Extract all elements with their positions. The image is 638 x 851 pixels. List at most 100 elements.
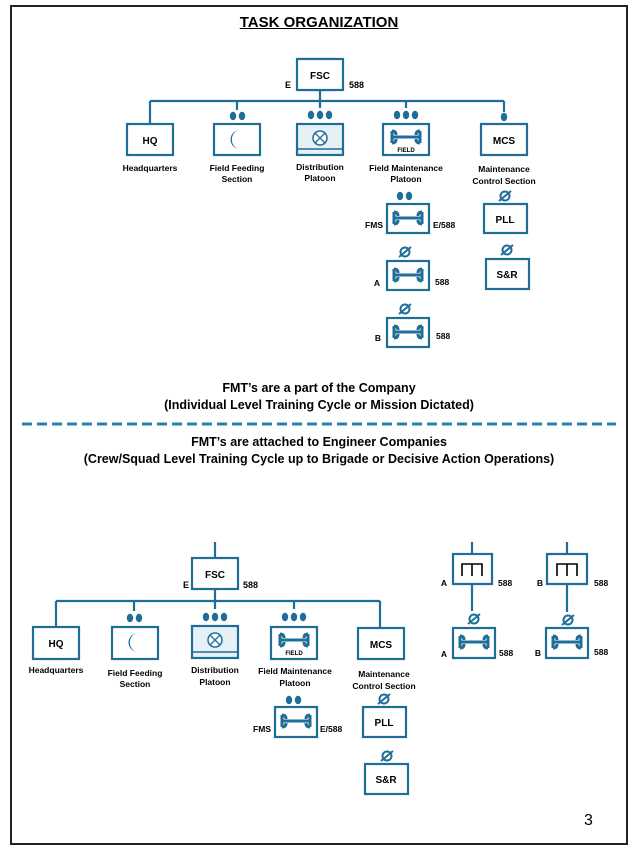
bottom-dist-name1: Distribution — [191, 665, 239, 675]
bottom-fms-dot — [285, 695, 293, 705]
note-top: FMT’s are a part of the Company (Individ… — [0, 380, 638, 414]
bottom-fmp-dot — [290, 612, 298, 622]
top-pll-label: PLL — [496, 215, 515, 226]
top-fmp-dot — [393, 110, 401, 120]
crescent-icon — [230, 130, 240, 149]
bottom-root-echelon: E — [183, 580, 189, 590]
top-hq-box — [125, 122, 175, 157]
bottom-fmp-dot — [281, 612, 289, 622]
team-icon — [377, 693, 391, 705]
bottom-fmt-a-right: 588 — [499, 648, 513, 658]
page-number: 3 — [584, 812, 593, 829]
bottom-fmt-a-left: A — [441, 649, 447, 659]
top-mcs-name2: Control Section — [472, 176, 535, 186]
top-fmt-b-right: 588 — [436, 331, 450, 341]
bottom-fmt-b-right: 588 — [594, 647, 608, 657]
top-ffs-name2: Section — [222, 174, 253, 184]
bottom-ffs-name2: Section — [120, 679, 151, 689]
engineer-icon — [556, 563, 578, 576]
bottom-pll-label: PLL — [375, 718, 394, 729]
top-snr-label: S&R — [496, 270, 518, 281]
bottom-dist-dot — [220, 612, 228, 622]
top-ffs-dot — [238, 111, 246, 121]
top-fms-right: E/588 — [433, 220, 455, 230]
bottom-fms-dot — [294, 695, 302, 705]
top-root-frame — [295, 57, 345, 92]
top-fmt-a-left: A — [374, 278, 380, 288]
top-fmt-b-left: B — [375, 333, 381, 343]
bottom-eng-b-left: B — [537, 578, 543, 588]
top-fms-dot — [405, 191, 413, 201]
top-mcs-name1: Maintenance — [478, 164, 530, 174]
bottom-eng-a-right: 588 — [498, 578, 512, 588]
bottom-diagram: FSC E 588 HQ Headquarters Field Feeding … — [29, 542, 608, 796]
bottom-eng-b-right: 588 — [594, 578, 608, 588]
bottom-mcs-name2: Control Section — [352, 681, 415, 691]
bottom-fmt-b-left: B — [535, 648, 541, 658]
team-icon — [467, 613, 481, 625]
page-frame — [10, 5, 628, 845]
top-fmp-dot — [402, 110, 410, 120]
bottom-root-label: FSC — [205, 570, 225, 581]
bottom-ffs-name1: Field Feeding — [108, 668, 163, 678]
bottom-mcs-box — [356, 626, 406, 661]
bottom-root-box — [190, 556, 240, 591]
top-mcs-label: MCS — [493, 136, 516, 147]
top-ffs-name1: Field Feeding — [210, 163, 265, 173]
team-icon — [561, 614, 575, 626]
bottom-snr-box — [363, 762, 410, 796]
top-dist-dot — [307, 110, 315, 120]
bottom-dist-dot — [211, 612, 219, 622]
note-top-line1: FMT’s are a part of the Company — [222, 381, 416, 395]
top-diagram: FSC E 588 HQ Headquarters Field Feeding … — [123, 57, 536, 349]
top-root-number: 588 — [349, 80, 364, 90]
top-dist-name2: Platoon — [304, 173, 335, 183]
bottom-fms-right: E/588 — [320, 724, 342, 734]
bottom-mcs-name1: Maintenance — [358, 669, 410, 679]
bottom-ffs-dot — [135, 613, 143, 623]
top-dist-dot — [316, 110, 324, 120]
bottom-fmp-name2: Platoon — [279, 678, 310, 688]
top-fms-left: FMS — [365, 220, 383, 230]
top-snr-box — [484, 257, 531, 291]
bottom-dist-dot — [202, 612, 210, 622]
bottom-root-number: 588 — [243, 580, 258, 590]
top-fmp-name1: Field Maintenance — [369, 163, 443, 173]
top-root-echelon: E — [285, 80, 291, 90]
bottom-snr-label: S&R — [375, 775, 397, 786]
bottom-fmp-dot — [299, 612, 307, 622]
top-connectors — [148, 90, 506, 123]
team-icon — [398, 246, 412, 258]
top-root-label: FSC — [310, 71, 330, 82]
top-hq-label: HQ — [143, 136, 158, 147]
note-bottom-line1: FMT’s are attached to Engineer Companies — [191, 435, 447, 449]
bottom-eng-b-box — [545, 552, 589, 586]
top-mcs-dot — [500, 112, 508, 122]
team-icon — [398, 303, 412, 315]
top-fms-dot — [396, 191, 404, 201]
bottom-pll-box — [361, 705, 408, 739]
top-dist-name1: Distribution — [296, 162, 344, 172]
top-mcs-box — [479, 122, 529, 157]
note-top-line2: (Individual Level Training Cycle or Miss… — [164, 398, 474, 412]
bottom-dist-name2: Platoon — [199, 677, 230, 687]
bottom-hq-label: HQ — [49, 639, 64, 650]
bottom-ffs-box — [110, 625, 160, 661]
bottom-fms-left: FMS — [253, 724, 271, 734]
top-pll-box — [482, 202, 529, 235]
top-ffs-box — [212, 122, 262, 157]
note-bottom: FMT’s are attached to Engineer Companies… — [0, 434, 638, 468]
engineer-icon — [461, 563, 483, 576]
top-ffs-dot — [229, 111, 237, 121]
team-icon — [380, 750, 394, 762]
crescent-icon — [128, 633, 138, 652]
page-title: TASK ORGANIZATION — [239, 14, 399, 31]
bottom-hq-box — [31, 625, 81, 661]
bottom-hq-name: Headquarters — [29, 665, 84, 675]
team-icon — [498, 190, 512, 202]
top-fmp-label: FIELD — [397, 148, 415, 154]
bottom-eng-a-left: A — [441, 578, 447, 588]
note-bottom-line2: (Crew/Squad Level Training Cycle up to B… — [83, 452, 555, 466]
team-icon — [500, 244, 514, 256]
